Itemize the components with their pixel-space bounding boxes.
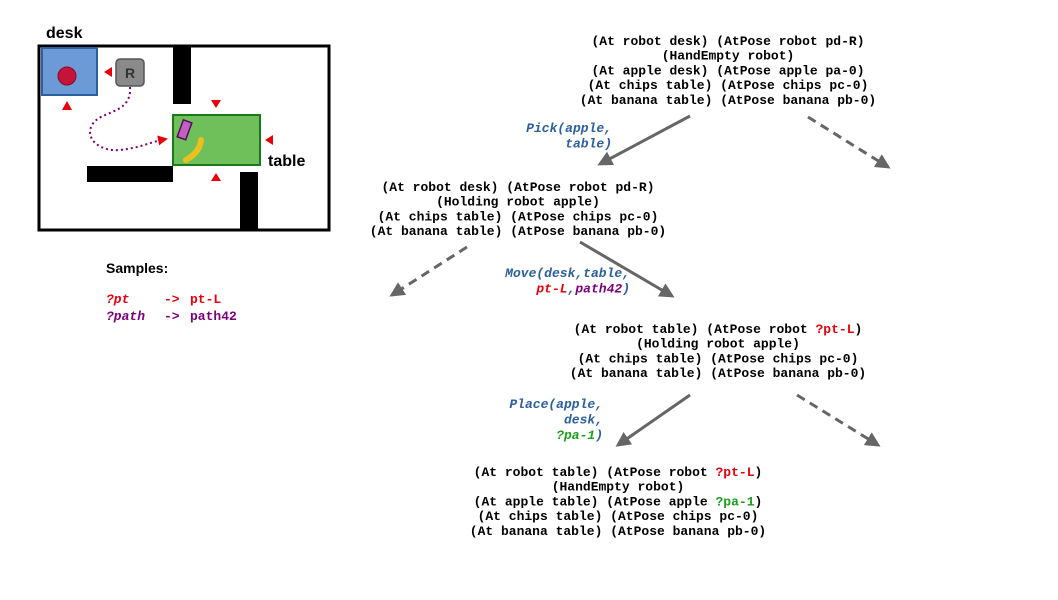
text-segment: (At banana table) (AtPose banana pb-0) (580, 93, 876, 108)
text-line: (At robot table) (AtPose robot ?pt-L) (574, 322, 863, 337)
robot-marker (115, 58, 145, 87)
text-segment: pt-L (535, 282, 567, 297)
text-segment: Place(apple, (509, 397, 603, 412)
sample-row-path: ?path -> path42 (106, 309, 237, 324)
text-segment: (At robot table) (AtPose robot (474, 465, 716, 480)
text-segment: (At robot table) (AtPose robot (574, 322, 816, 337)
robot-path (89, 86, 168, 152)
edge-pick (597, 114, 691, 166)
wall-top (173, 46, 191, 104)
robot-label: R (125, 65, 135, 81)
text-line: Place(apple, (509, 397, 603, 412)
apple-object (57, 66, 77, 86)
text-line: ?pa-1) (556, 428, 603, 443)
text-line: (At chips table) (AtPose chips pc-0) (478, 509, 759, 524)
text-line: (At robot desk) (AtPose robot pd-R) (591, 34, 864, 49)
text-segment: (HandEmpty robot) (662, 49, 795, 64)
table-label: table (268, 153, 305, 170)
action-label-pick: Pick(apple,table) (526, 121, 612, 152)
text-line: (At chips table) (AtPose chips pc-0) (378, 209, 659, 224)
text-line: (At banana table) (AtPose banana pb-0) (470, 524, 766, 539)
text-line: (At banana table) (AtPose banana pb-0) (580, 93, 876, 108)
text-line: (At robot table) (AtPose robot ?pt-L) (474, 465, 763, 480)
text-line: desk, (564, 413, 603, 428)
text-segment: ) (755, 465, 763, 480)
banana-object (183, 137, 204, 163)
search-tree: (At robot desk) (AtPose robot pd-R)(Hand… (370, 34, 891, 539)
text-line: (HandEmpty robot) (552, 480, 685, 495)
edge-alt-root (807, 115, 891, 169)
text-segment: , (568, 282, 576, 297)
text-line: (At chips table) (AtPose chips pc-0) (578, 351, 859, 366)
samples-panel: Samples: ?pt -> pt-L ?path -> path42 (106, 260, 237, 324)
text-segment: (At chips table) (AtPose chips pc-0) (478, 509, 759, 524)
text-line: (At apple desk) (AtPose apple pa-0) (591, 63, 864, 78)
text-segment: (At banana table) (AtPose banana pb-0) (570, 366, 866, 381)
text-line: (HandEmpty robot) (662, 49, 795, 64)
text-segment: ?pa-1 (556, 428, 595, 443)
text-segment: ) (755, 494, 763, 509)
edge-alt-pick (389, 245, 468, 297)
pose-marker-table-bottom (211, 173, 221, 181)
edge-alt-move (796, 393, 881, 447)
text-segment: (At robot desk) (AtPose robot pd-R) (591, 34, 864, 49)
text-line: (At apple table) (AtPose apple ?pa-1) (474, 494, 763, 509)
action-label-move: Move(desk,table,pt-L,path42) (504, 266, 630, 297)
edge-move (579, 240, 675, 298)
wall-left (87, 166, 173, 182)
state-node-after-move: (At robot table) (AtPose robot ?pt-L)(Ho… (570, 322, 866, 381)
pose-marker-robot (104, 67, 112, 77)
text-segment: (At chips table) (AtPose chips pc-0) (378, 209, 659, 224)
pose-marker-table-right (265, 135, 273, 145)
state-node-after-pick: (At robot desk) (AtPose robot pd-R)(Hold… (370, 180, 666, 239)
text-line: (At chips table) (AtPose chips pc-0) (588, 78, 869, 93)
text-segment: (At robot desk) (AtPose robot pd-R) (381, 180, 654, 195)
text-segment: (At banana table) (AtPose banana pb-0) (370, 224, 666, 239)
text-segment: (At apple desk) (AtPose apple pa-0) (591, 63, 864, 78)
text-segment: (At banana table) (AtPose banana pb-0) (470, 524, 766, 539)
text-segment: Pick(apple, (526, 121, 612, 136)
samples-heading: Samples: (106, 260, 168, 276)
text-segment: (At apple table) (AtPose apple (474, 494, 716, 509)
text-line: Pick(apple, (526, 121, 612, 136)
text-line: (At banana table) (AtPose banana pb-0) (370, 224, 666, 239)
text-segment: (At chips table) (AtPose chips pc-0) (588, 78, 869, 93)
text-segment: ?pa-1 (716, 494, 755, 509)
text-line: (At robot desk) (AtPose robot pd-R) (381, 180, 654, 195)
text-segment: ) (622, 282, 630, 297)
text-line: table) (565, 137, 612, 152)
chips-object (176, 118, 193, 141)
text-segment: ) (855, 322, 863, 337)
state-node-root: (At robot desk) (AtPose robot pd-R)(Hand… (580, 34, 876, 108)
action-label-place: Place(apple,desk,?pa-1) (509, 397, 603, 443)
text-segment: ) (595, 428, 603, 443)
text-segment: Move(desk,table, (504, 266, 630, 281)
text-segment: table) (565, 137, 612, 152)
desk-label: desk (46, 25, 83, 42)
edge-place (615, 393, 691, 447)
text-segment: desk, (564, 413, 603, 428)
text-segment: (HandEmpty robot) (552, 480, 685, 495)
map-panel: desk table R (37, 25, 331, 232)
pose-marker-table-top (211, 100, 221, 108)
text-line: (Holding robot apple) (636, 337, 800, 352)
state-node-after-place: (At robot table) (AtPose robot ?pt-L)(Ha… (470, 465, 766, 539)
text-segment: ?pt-L (716, 465, 755, 480)
sample-row-pt: ?pt -> pt-L (106, 292, 221, 307)
text-segment: (Holding robot apple) (436, 195, 600, 210)
pose-marker-desk (62, 101, 72, 110)
text-segment: (Holding robot apple) (636, 337, 800, 352)
wall-bottom (240, 172, 258, 230)
text-line: (At banana table) (AtPose banana pb-0) (570, 366, 866, 381)
text-line: pt-L,path42) (535, 282, 630, 297)
text-line: (Holding robot apple) (436, 195, 600, 210)
text-line: Move(desk,table, (504, 266, 630, 281)
text-segment: ?pt-L (816, 322, 855, 337)
text-segment: (At chips table) (AtPose chips pc-0) (578, 351, 859, 366)
text-segment: path42 (574, 282, 622, 297)
